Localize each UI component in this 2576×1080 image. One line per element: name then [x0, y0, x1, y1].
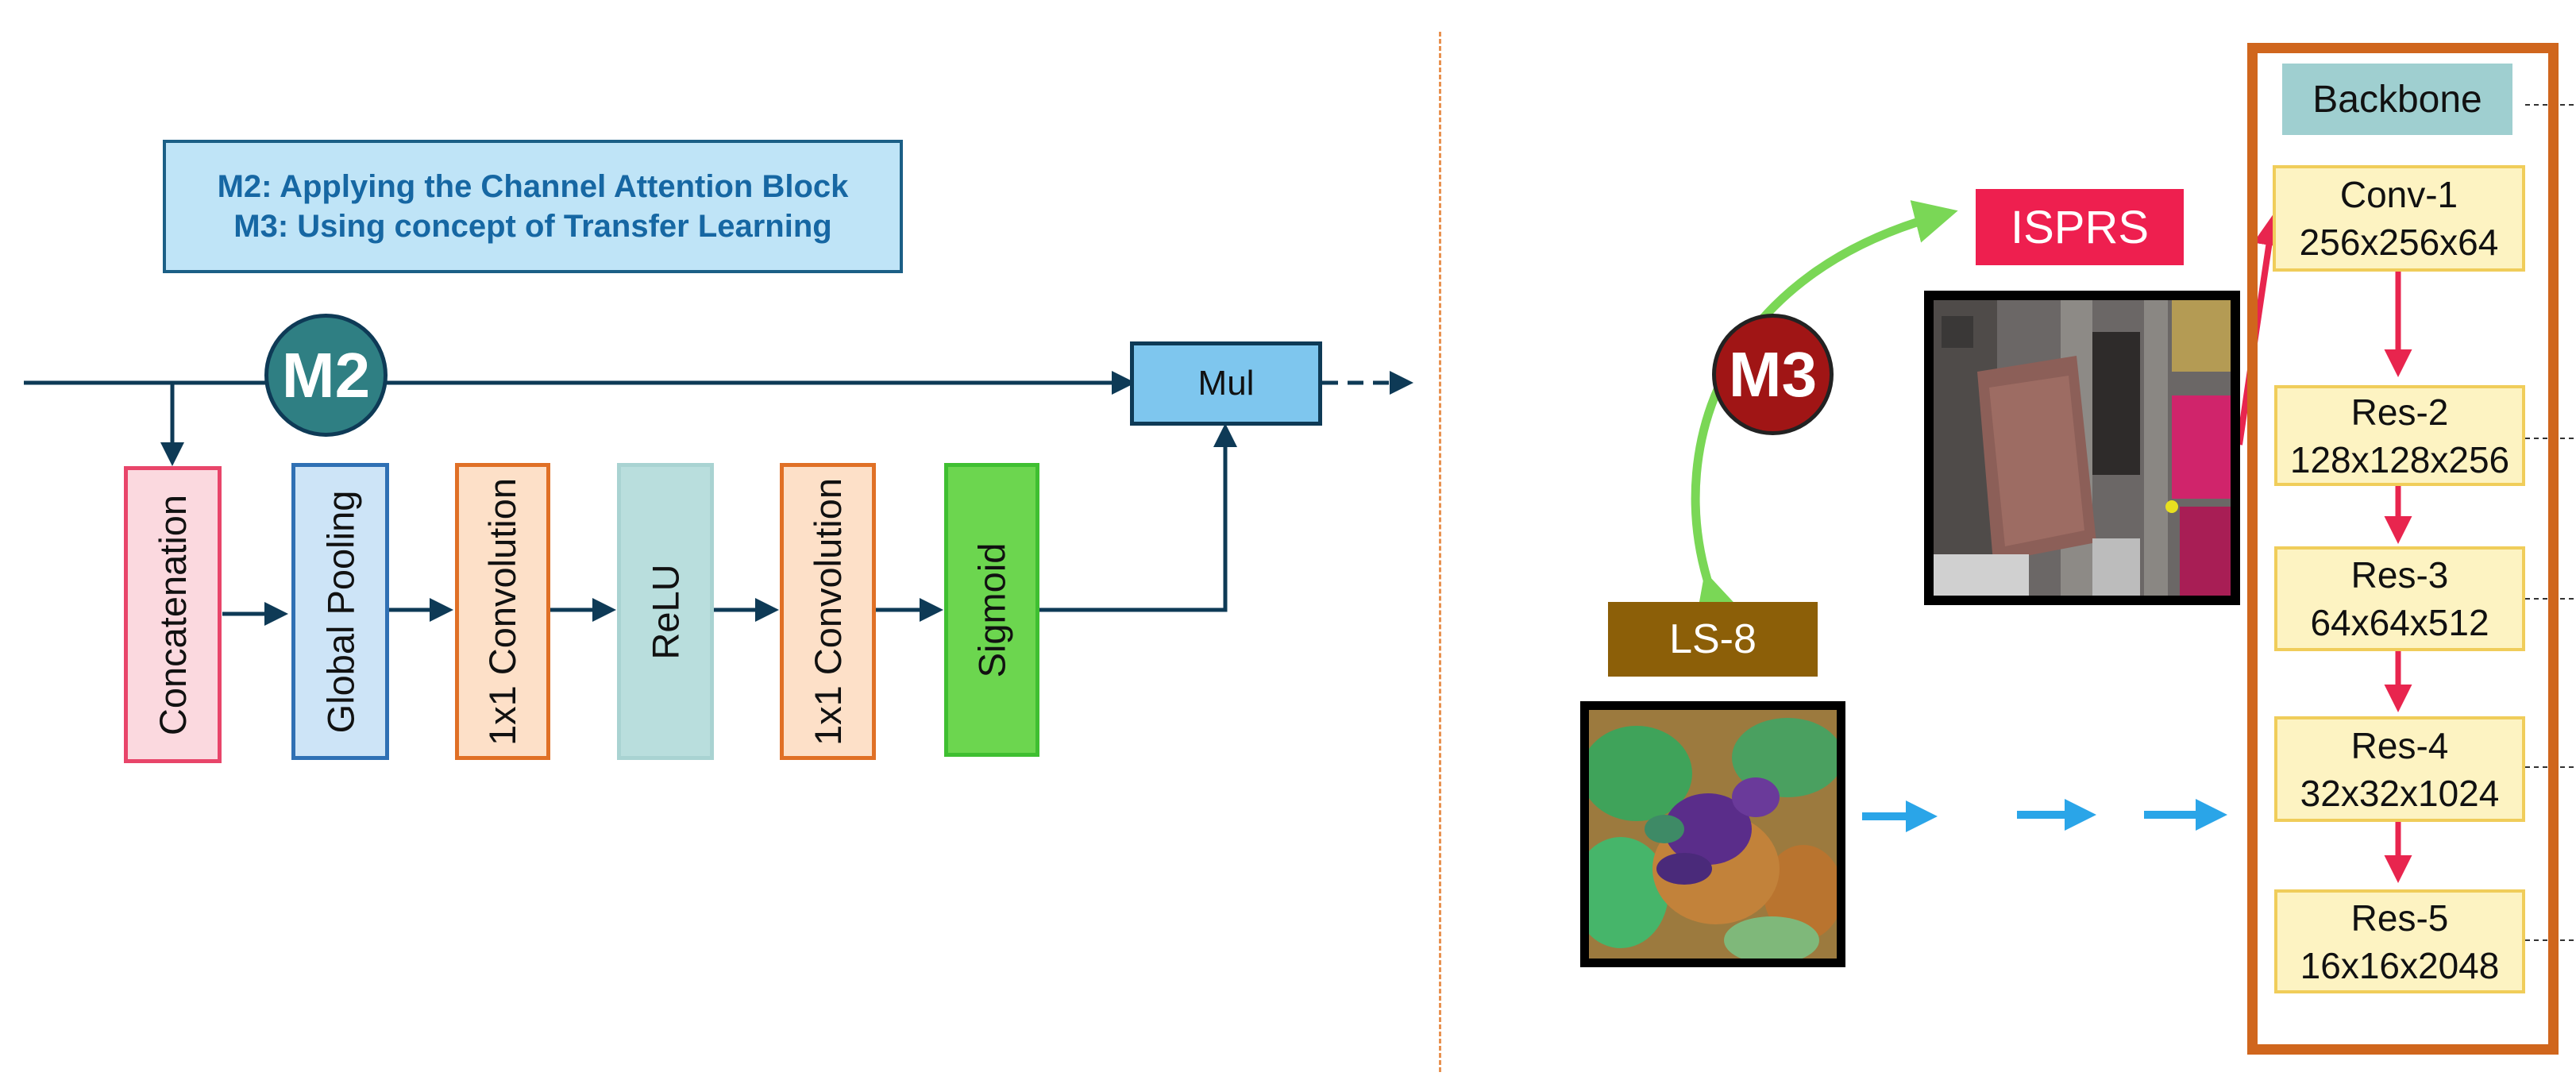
- block-1x1-convolution-b: 1x1 Convolution: [780, 463, 876, 760]
- backbone-frame: [2247, 43, 2559, 1055]
- legend-line-m2: M2: Applying the Channel Attention Block: [217, 169, 849, 204]
- backbone-layer-res2: Res-2 128x128x256: [2274, 385, 2525, 486]
- mul-label: Mul: [1197, 364, 1255, 403]
- block-relu: ReLU: [617, 463, 714, 760]
- backbone-layer-res5: Res-5 16x16x2048: [2274, 889, 2525, 993]
- ls8-label: LS-8: [1608, 602, 1818, 677]
- block-sigmoid: Sigmoid: [944, 463, 1039, 757]
- m3-badge: M3: [1712, 314, 1834, 435]
- m2-connectors: [24, 371, 1413, 626]
- legend-box: M2: Applying the Channel Attention Block…: [163, 140, 903, 273]
- block-global-pooling: Global Pooling: [291, 463, 389, 760]
- backbone-layer-res3: Res-3 64x64x512: [2274, 546, 2525, 651]
- backbone-layer-conv1: Conv-1 256x256x64: [2273, 165, 2525, 272]
- panel-divider: [1439, 32, 1441, 1072]
- backbone-title: Backbone: [2282, 64, 2512, 135]
- block-concatenation: Concatenation: [124, 466, 222, 763]
- backbone-layer-res4: Res-4 32x32x1024: [2274, 716, 2525, 822]
- block-1x1-convolution-a: 1x1 Convolution: [455, 463, 550, 760]
- legend-line-m3: M3: Using concept of Transfer Learning: [233, 209, 832, 244]
- ls8-satellite-image: [1580, 701, 1845, 967]
- mul-box: Mul: [1130, 341, 1322, 426]
- m2-badge: M2: [264, 314, 388, 437]
- isprs-label: ISPRS: [1976, 189, 2184, 265]
- isprs-aerial-image: [1924, 291, 2240, 605]
